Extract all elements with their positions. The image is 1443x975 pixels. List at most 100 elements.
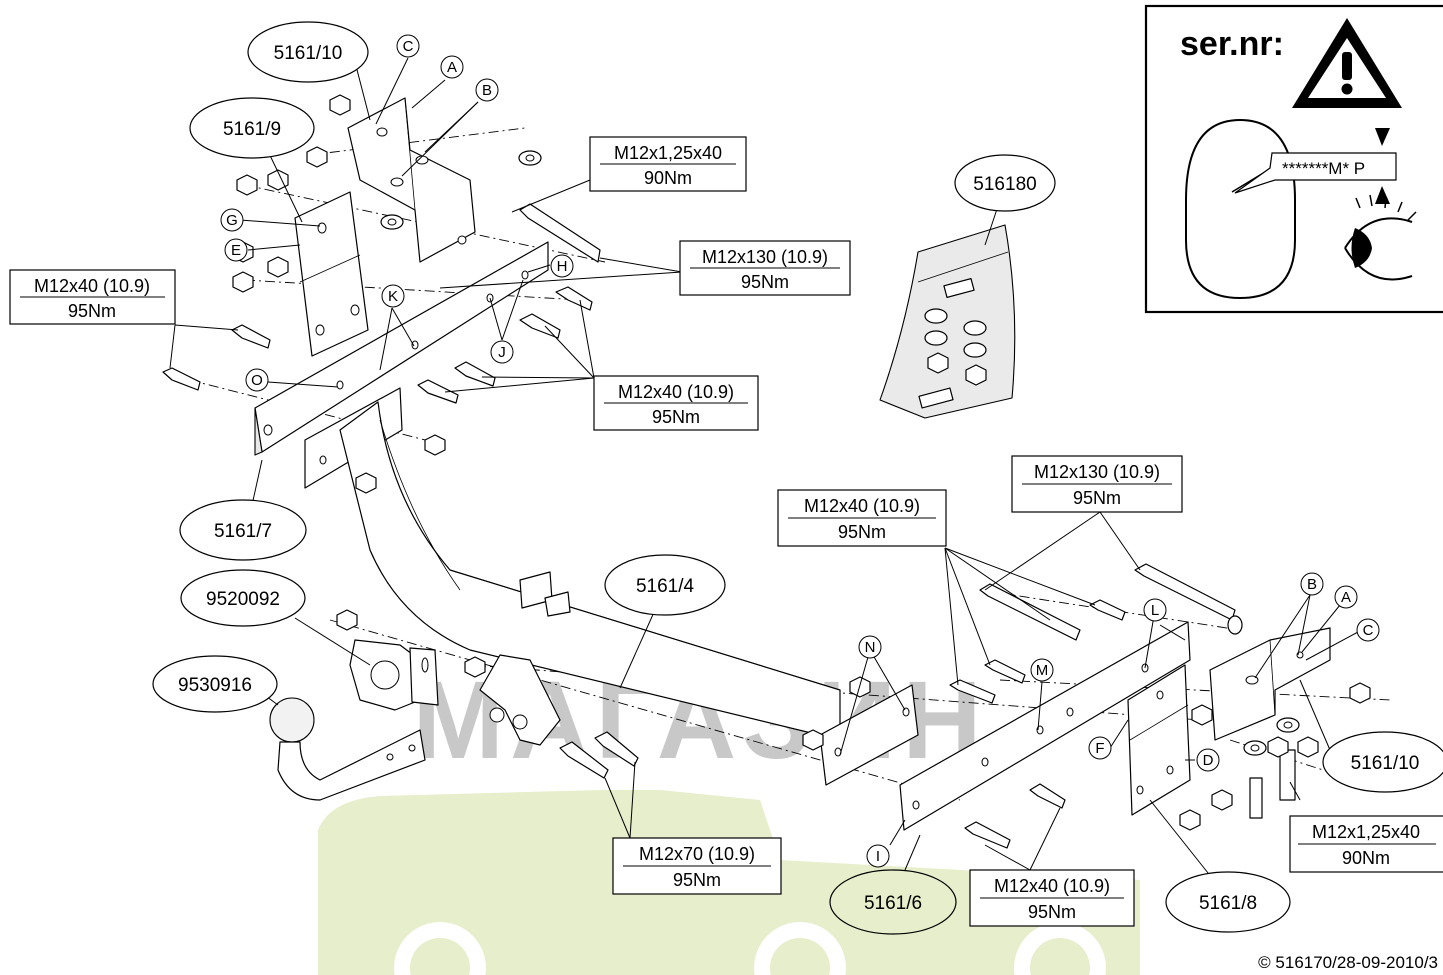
- svg-text:N: N: [865, 639, 876, 656]
- spec-box-s4: M12x40 (10.9) 95Nm: [593, 375, 759, 431]
- spec-box-s2: M12x130 (10.9) 95Nm: [679, 240, 851, 296]
- part-number-text: 9520092: [206, 589, 280, 610]
- nut: [1267, 736, 1289, 758]
- nut: [267, 256, 289, 278]
- svg-text:F: F: [1095, 740, 1104, 757]
- part-label-5161-10-right: 5161/10: [1322, 731, 1443, 793]
- bolt-torque: 95Nm: [673, 870, 721, 890]
- svg-text:B: B: [482, 82, 492, 99]
- bracket-5161-10-top: [347, 97, 476, 263]
- callout-D: D: [1196, 748, 1220, 772]
- nut: [306, 146, 328, 168]
- bolt-size: M12x130 (10.9): [1034, 462, 1160, 482]
- part-label-5161-8: 5161/8: [1165, 871, 1291, 933]
- bolt-size: M12x40 (10.9): [34, 276, 150, 296]
- callout-F: F: [1088, 736, 1112, 760]
- callout-K: K: [381, 284, 405, 308]
- part-label-5161-4: 5161/4: [604, 554, 726, 616]
- bolt: [1029, 783, 1066, 809]
- bolt: [559, 741, 609, 779]
- spec-box-s1: M12x1,25x40 90Nm: [589, 136, 747, 192]
- callout-O: O: [245, 368, 269, 392]
- nut: [267, 169, 289, 191]
- bolt: [964, 821, 1011, 849]
- svg-text:O: O: [251, 372, 263, 389]
- bolt-size: M12x70 (10.9): [639, 844, 755, 864]
- bolt: [984, 659, 1026, 684]
- svg-text:G: G: [226, 212, 238, 229]
- bolt-torque: 95Nm: [1073, 488, 1121, 508]
- part-number-text: 5161/6: [864, 893, 922, 914]
- bolt-torque: 95Nm: [838, 522, 886, 542]
- bolt: [949, 679, 996, 704]
- svg-text:A: A: [1341, 589, 1351, 606]
- spec-box-s9: M12x1,25x40 90Nm: [1289, 815, 1443, 873]
- plate-5161-9: [294, 191, 369, 357]
- part-label-5161-9: 5161/9: [189, 97, 315, 159]
- washer: [1276, 717, 1300, 733]
- bolt-size: M12x40 (10.9): [618, 382, 734, 402]
- part-label-5161-7: 5161/7: [179, 499, 307, 561]
- svg-text:J: J: [498, 344, 506, 361]
- washer: [1227, 615, 1243, 635]
- nut: [802, 729, 824, 751]
- bolt-torque: 95Nm: [1028, 902, 1076, 922]
- bolt-size: M12x40 (10.9): [994, 876, 1110, 896]
- washer: [380, 214, 404, 230]
- label-plate: [1234, 152, 1397, 194]
- bolt-torque: 95Nm: [68, 301, 116, 321]
- svg-text:C: C: [1363, 622, 1374, 639]
- serial-title: ser.nr:: [1180, 25, 1284, 63]
- svg-text:I: I: [876, 848, 880, 865]
- part-label-5161-10-top: 5161/10: [247, 21, 369, 83]
- svg-text:D: D: [1203, 752, 1214, 769]
- part-label-9520092: 9520092: [180, 569, 306, 627]
- svg-text:L: L: [1151, 602, 1159, 619]
- leader-lines: [169, 57, 1359, 879]
- nut: [1179, 809, 1201, 831]
- serial-plate-text: *******M* P: [1282, 159, 1365, 178]
- callout-A: A: [440, 55, 464, 79]
- svg-text:B: B: [1307, 576, 1317, 593]
- svg-text:A: A: [447, 59, 457, 76]
- svg-text:C: C: [403, 38, 414, 55]
- bolt: [594, 731, 639, 767]
- bracket-5161-10-right: [1209, 627, 1331, 741]
- callout-B-right: B: [1300, 572, 1324, 596]
- bolt: [162, 367, 201, 391]
- tow-ball-9530916: [269, 697, 426, 801]
- callout-C: C: [396, 34, 420, 58]
- callout-J: J: [490, 340, 514, 364]
- nut: [464, 656, 486, 678]
- bolt-torque: 90Nm: [1342, 848, 1390, 868]
- svg-text:E: E: [231, 242, 241, 259]
- eye-icon: [1344, 194, 1417, 281]
- nut: [1349, 682, 1371, 704]
- washer: [1243, 740, 1267, 756]
- part-number-text: 516180: [973, 174, 1036, 195]
- crossbeam-5161-7: [254, 241, 549, 456]
- callout-I: I: [866, 844, 890, 868]
- plate-5161-8: [1127, 664, 1191, 816]
- bolt: [519, 313, 561, 339]
- callout-N: N: [858, 635, 882, 659]
- bolts: [162, 203, 1296, 849]
- part-label-9530916: 9530916: [152, 655, 278, 713]
- part-number-text: 5161/10: [1351, 753, 1420, 774]
- callout-B: B: [475, 78, 499, 102]
- bolt-size: M12x1,25x40: [1312, 822, 1420, 842]
- bolt: [1279, 749, 1296, 801]
- towbar-beam-5161-4: [304, 387, 919, 786]
- nut: [236, 174, 258, 196]
- washer: [518, 150, 542, 166]
- bolt-torque: 90Nm: [644, 168, 692, 188]
- nut: [1297, 736, 1319, 758]
- nut: [232, 271, 254, 293]
- spec-box-s7: M12x70 (10.9) 95Nm: [612, 837, 782, 895]
- letter-callouts: C A B G E H K J O N M L B A C F D I: [220, 34, 1380, 868]
- part-label-516180: 516180: [954, 154, 1056, 212]
- part-number-text: 5161/7: [214, 521, 272, 542]
- svg-text:M: M: [1036, 662, 1049, 679]
- nut: [355, 472, 377, 494]
